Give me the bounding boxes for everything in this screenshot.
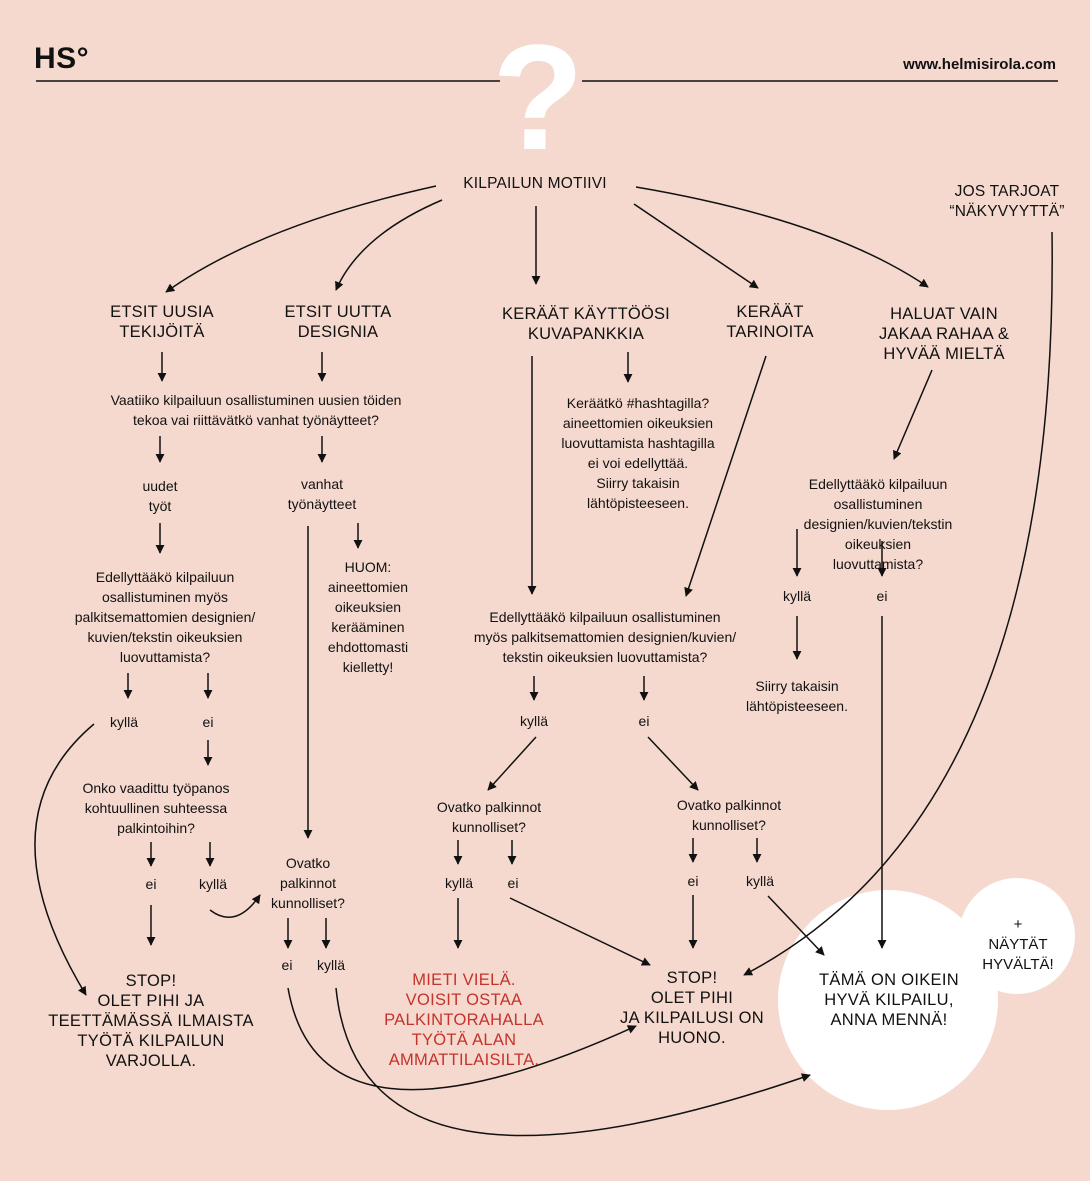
node-left-yes: kyllä xyxy=(109,714,139,730)
node-think-again: MIETI VIELÄ. VOISIT OSTAA PALKINTORAHALL… xyxy=(384,971,544,1069)
node-c1-no: ei xyxy=(507,875,519,891)
arrow-root-design xyxy=(335,199,443,291)
arrow-root-charity xyxy=(635,186,929,288)
brand-logo: HS° xyxy=(34,42,90,75)
node-q-effort: Onko vaadittu työpanos kohtuullinen suht… xyxy=(82,780,230,836)
node-old-samples: vanhat työnäytteet xyxy=(287,476,357,512)
node-q-prizes-left: Ovatko palkinnot kunnolliset? xyxy=(271,855,345,911)
node-q-rights-left: Edellyttääkö kilpailuun osallistuminen m… xyxy=(74,569,256,665)
arrow-no-to-stop-center xyxy=(287,987,637,1091)
arrow-yes-to-good xyxy=(335,987,811,1137)
node-center-no: ei xyxy=(638,713,650,729)
website-url[interactable]: www.helmisirola.com xyxy=(903,56,1056,73)
arrow-yes-prizes xyxy=(209,894,261,918)
node-good-competition: TÄMÄ ON OIKEIN HYVÄ KILPAILU, ANNA MENNÄ… xyxy=(819,971,959,1029)
node-branch-imagebank: KERÄÄT KÄYTTÖÖSI KUVAPANKKIA xyxy=(502,305,670,343)
node-q-rights-right: Edellyttääkö kilpailuun osallistuminen d… xyxy=(803,476,953,572)
node-q-prizes-c2: Ovatko palkinnot kunnolliset? xyxy=(676,797,782,833)
arrow-c1no-stop xyxy=(509,897,651,966)
node-stop-left: STOP! OLET PIHI JA TEETTÄMÄSSÄ ILMAISTA … xyxy=(48,972,254,1070)
node-c2-yes: kyllä xyxy=(745,873,775,889)
node-prizes-left-no: ei xyxy=(281,957,293,973)
node-right-yes: kyllä xyxy=(782,588,812,604)
node-effort-no: ei xyxy=(145,876,157,892)
question-mark: ? xyxy=(492,13,584,181)
node-note-rights: HUOM: aineettomien oikeuksien kerääminen… xyxy=(327,559,409,675)
node-visibility-offer: JOS TARJOAT “NÄKYVYYTTÄ” xyxy=(949,183,1065,220)
node-c2-no: ei xyxy=(687,873,699,889)
arrow-yes-stop xyxy=(34,723,95,996)
arrow-stories-rights xyxy=(684,355,767,597)
node-new-works: uudet työt xyxy=(142,478,178,514)
arrow-c2yes-good xyxy=(767,895,825,956)
good-result-circle xyxy=(778,890,998,1110)
node-c1-yes: kyllä xyxy=(444,875,474,891)
arrow-root-stories xyxy=(633,203,759,289)
arrow-visibility-stop xyxy=(743,231,1053,976)
arrow-cno-prizes xyxy=(647,736,699,791)
node-q-new-or-old: Vaatiiko kilpailuun osallistuminen uusie… xyxy=(110,392,402,428)
node-q-rights-center: Edellyttääkö kilpailuun osallistuminen m… xyxy=(473,609,737,665)
node-center-yes: kyllä xyxy=(519,713,549,729)
node-q-hashtag: Keräätkö #hashtagilla? aineettomien oike… xyxy=(561,395,715,511)
node-branch-talent: ETSIT UUSIA TEKIJÖITÄ xyxy=(110,303,214,341)
node-stop-center: STOP! OLET PIHI JA KILPAILUSI ON HUONO. xyxy=(620,969,764,1047)
node-bonus: + NÄYTÄT HYVÄLTÄ! xyxy=(982,916,1054,973)
node-effort-yes: kyllä xyxy=(198,876,228,892)
node-q-prizes-c1: Ovatko palkinnot kunnolliset? xyxy=(436,799,542,835)
node-branch-charity: HALUAT VAIN JAKAA RAHAA & HYVÄÄ MIELTÄ xyxy=(878,305,1010,363)
node-branch-design: ETSIT UUTTA DESIGNIA xyxy=(284,303,392,341)
node-back-to-start: Siirry takaisin lähtöpisteeseen. xyxy=(746,678,848,714)
bonus-circle xyxy=(959,878,1075,994)
arrow-root-talent xyxy=(165,185,437,293)
node-right-no: ei xyxy=(876,588,888,604)
arrow-cyes-prizes xyxy=(487,736,537,791)
node-branch-stories: KERÄÄT TARINOITA xyxy=(726,303,814,341)
node-left-no: ei xyxy=(202,714,214,730)
node-prizes-left-yes: kyllä xyxy=(316,957,346,973)
arrow-charity-rights xyxy=(893,369,933,460)
node-root: KILPAILUN MOTIIVI xyxy=(463,175,607,192)
